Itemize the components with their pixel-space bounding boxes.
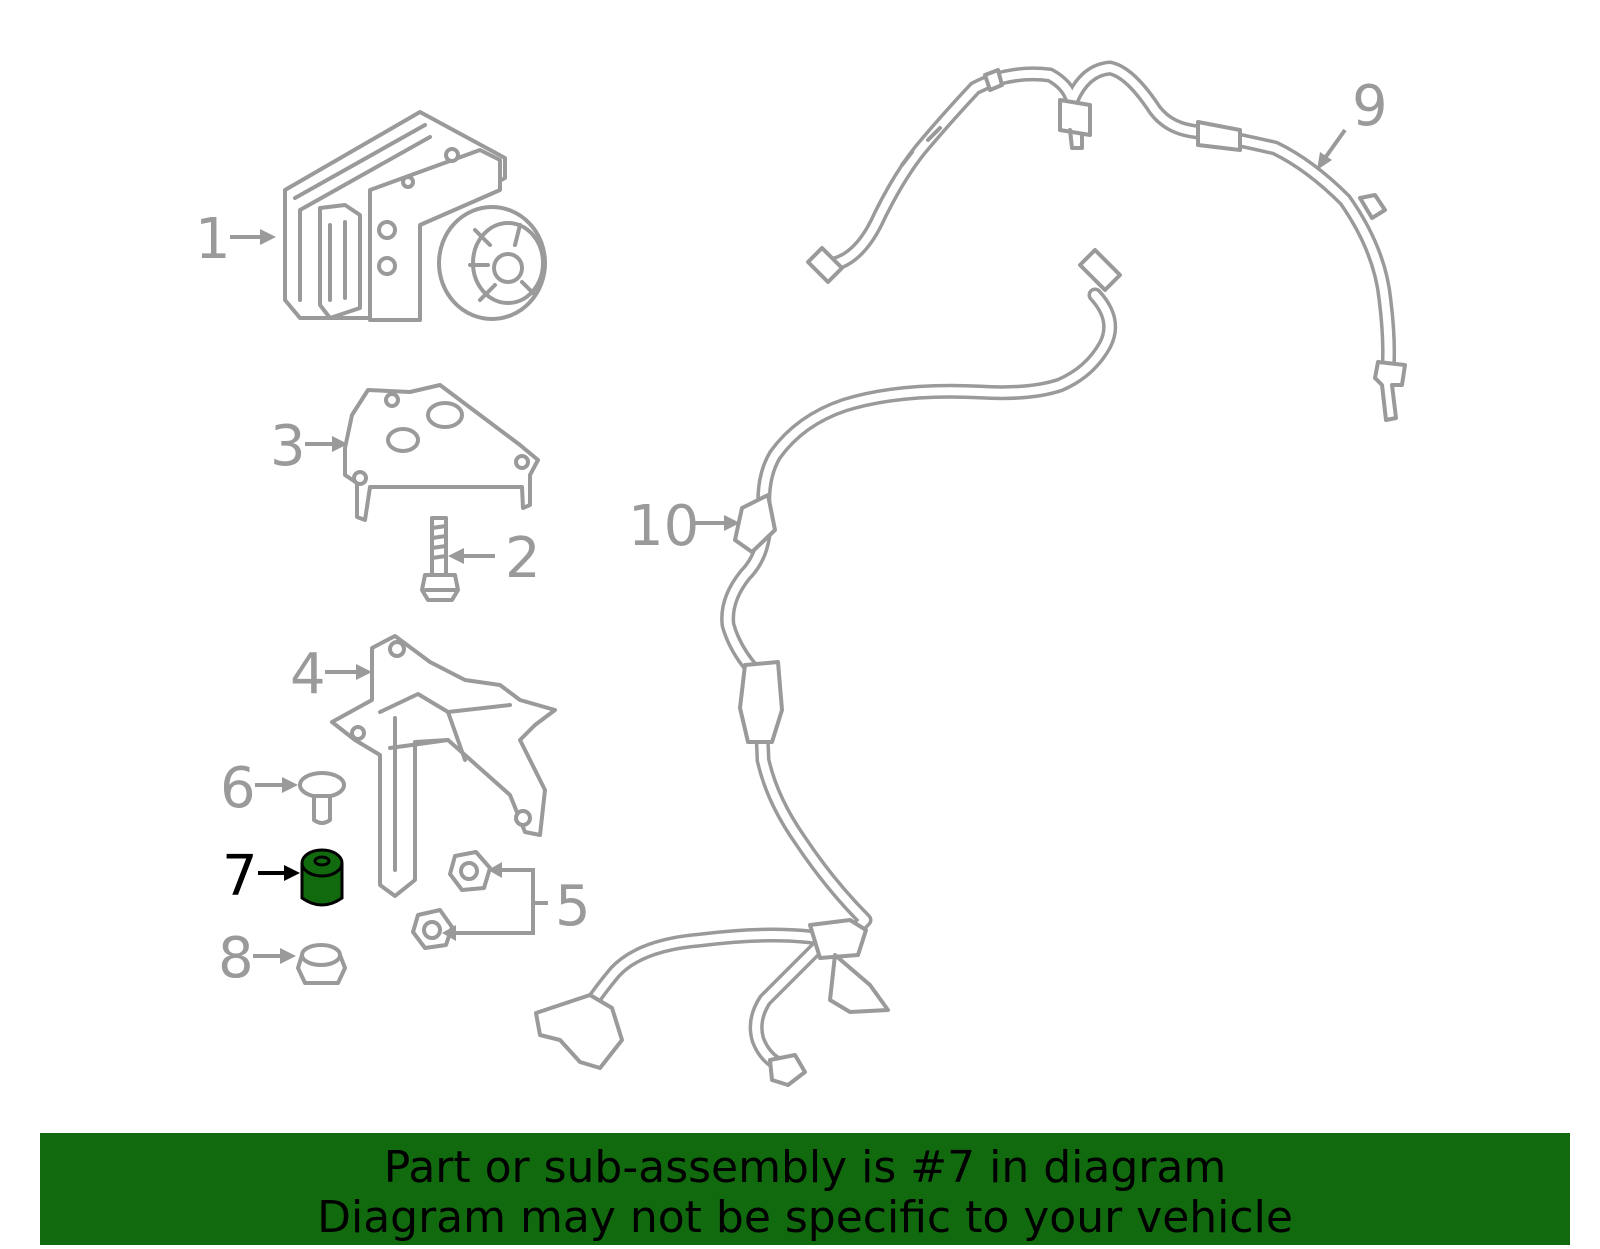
- part-6-push-pin: [298, 771, 346, 825]
- part-2-bolt: [420, 516, 460, 602]
- callout-8: 8: [218, 926, 296, 991]
- callout-2-label: 2: [505, 526, 541, 591]
- part-1-abs-module: [283, 110, 547, 322]
- callout-9-label: 9: [1352, 74, 1388, 139]
- part-4-mount-bracket: [330, 634, 557, 898]
- callout-7: 7: [222, 844, 300, 909]
- part-7-bushing-highlighted: [300, 848, 344, 907]
- callout-6-label: 6: [220, 756, 256, 821]
- callout-6: 6: [220, 756, 298, 821]
- callout-3-label: 3: [270, 414, 306, 479]
- part-10-sensor-harness: [534, 248, 1122, 1087]
- banner-line-1: Part or sub-assembly is #7 in diagram: [383, 1142, 1227, 1193]
- callout-5-label: 5: [555, 874, 591, 939]
- callout-7-label: 7: [222, 844, 258, 909]
- callout-1: 1: [195, 207, 276, 272]
- callout-10-label: 10: [628, 494, 699, 559]
- callout-5: 5: [442, 862, 591, 941]
- callout-8-label: 8: [218, 926, 254, 991]
- banner-line-2: Diagram may not be specific to your vehi…: [317, 1192, 1293, 1243]
- part-9-sensor-harness: [806, 60, 1407, 422]
- info-banner: Part or sub-assembly is #7 in diagram Di…: [40, 1133, 1570, 1245]
- callout-10: 10: [628, 494, 740, 559]
- callout-4: 4: [290, 642, 372, 707]
- callout-3: 3: [270, 414, 348, 479]
- callout-2: 2: [448, 526, 541, 591]
- callout-9: 9: [1317, 74, 1388, 170]
- part-5-nuts: [411, 850, 492, 950]
- callout-4-label: 4: [290, 642, 326, 707]
- part-3-bracket: [343, 383, 540, 522]
- part-8-nut-clip: [296, 943, 347, 985]
- callout-1-label: 1: [195, 207, 231, 272]
